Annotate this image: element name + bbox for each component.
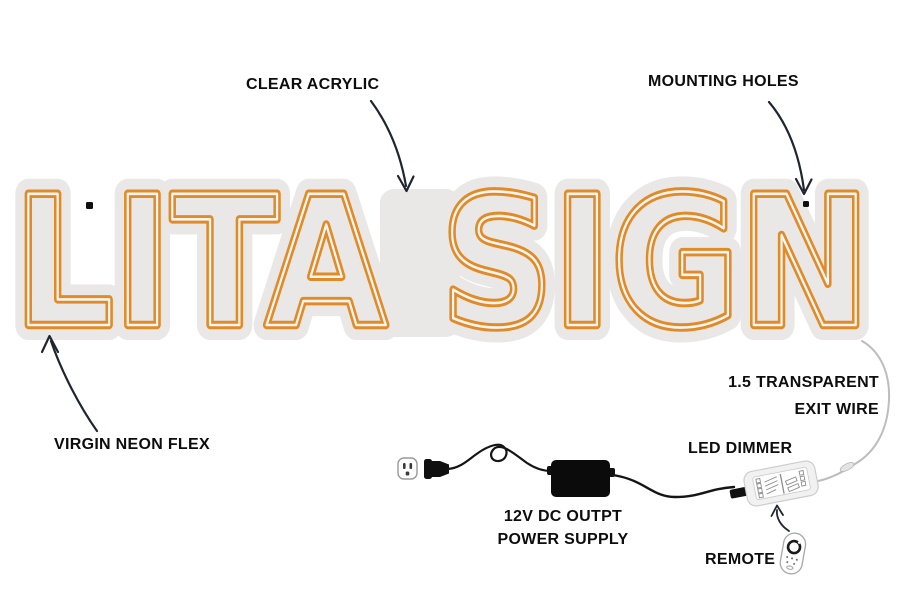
mounting-hole-left — [86, 202, 93, 209]
led-dimmer-label: LED DIMMER — [688, 440, 793, 457]
led-dimmer-box-icon — [729, 460, 819, 507]
transparent-exit-wire — [817, 340, 891, 482]
neon-tube-core: LITA SIGN — [14, 159, 870, 368]
dc-output-cord — [611, 473, 736, 499]
exit-wire-label-line1: 1.5 TRANSPARENT — [728, 374, 879, 391]
remote-control-icon — [779, 532, 807, 575]
arrow-virgin-neon-flex — [40, 334, 99, 433]
exit-wire-label: 1.5 TRANSPARENT EXIT WIRE — [728, 369, 879, 423]
remote-label: REMOTE — [705, 551, 776, 568]
power-supply-label-line2: POWER SUPPLY — [497, 531, 629, 548]
arrow-remote — [770, 504, 790, 532]
power-supply-label-line1: 12V DC OUTPT — [503, 508, 623, 525]
arrow-mounting-holes — [767, 100, 813, 196]
arrow-clear-acrylic — [369, 99, 415, 193]
wire-connector-bead — [839, 462, 855, 472]
power-outlet-icon — [397, 457, 418, 480]
ac-power-cord — [446, 443, 553, 473]
mounting-holes-label: MOUNTING HOLES — [648, 73, 799, 90]
acrylic-word-gap — [380, 189, 460, 337]
mounting-hole-right — [803, 201, 809, 207]
clear-acrylic-label: CLEAR ACRYLIC — [246, 76, 380, 93]
exit-wire-label-line2: EXIT WIRE — [794, 401, 879, 418]
virgin-neon-flex-label: VIRGIN NEON FLEX — [54, 436, 210, 453]
callout-arrows — [40, 99, 813, 532]
neon-sign: LITA SIGN LITA SIGN LITA SIGN — [0, 144, 885, 383]
power-supply-brick-icon — [547, 460, 615, 497]
neon-letters: LITA SIGN — [14, 159, 870, 368]
exit-wire-group — [817, 340, 891, 482]
power-plug-icon — [424, 459, 449, 479]
power-supply-label: 12V DC OUTPT POWER SUPPLY — [468, 505, 658, 551]
